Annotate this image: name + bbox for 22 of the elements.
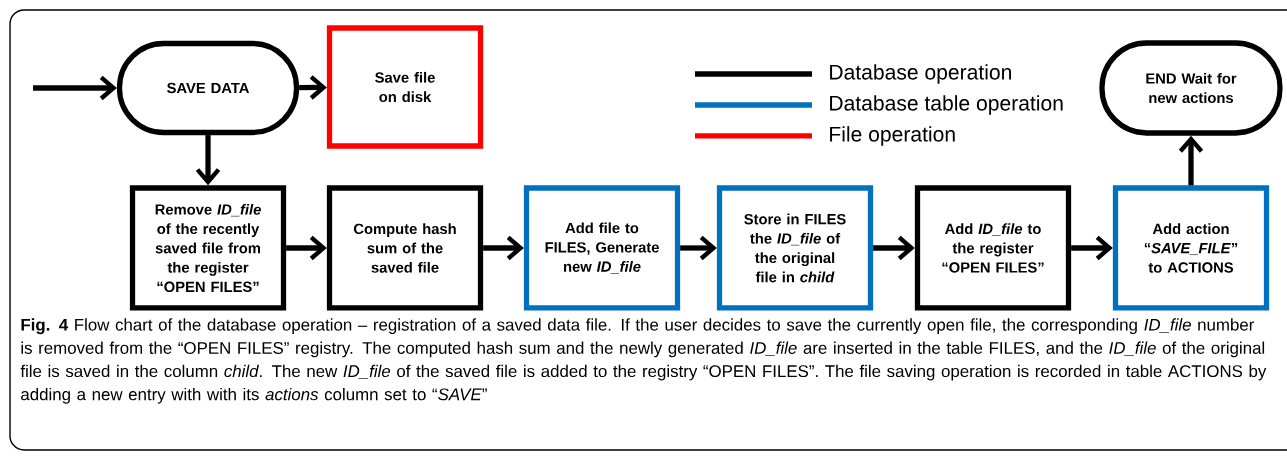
process-box: Add ID_file to the register “OPEN FILES” xyxy=(914,185,1072,311)
process-box: Add action “SAVE_FILE” to ACTIONS xyxy=(1112,185,1270,311)
arrow xyxy=(1071,235,1113,261)
arrow xyxy=(873,235,915,261)
process-box: Add file to FILES, Generate new ID_file xyxy=(523,185,681,311)
process-box: Compute hash sum of the saved file xyxy=(326,185,484,311)
arrow xyxy=(33,75,117,101)
figure-caption: Fig. 4 Flow chart of the database operation – registration of a saved data file. If the user decides to save the currently open file, the corresponding ID_file number is removed from the “OPEN FILES” registry. The computed hash sum and the newly generated ID_file are inserted in the table FILES, and the ID_file of the original file is saved in the column child. The new ID_file of the saved file is added to the registry “OPEN FILES”. The file saving operation is recorded in table ACTIONS by adding a new entry with with its actions column set to “SAVE” xyxy=(20,318,1267,404)
process-box: Remove ID_file of the recently saved file from the register “OPEN FILES” xyxy=(129,185,287,311)
legend-label: Database table operation xyxy=(830,95,1063,115)
arrow xyxy=(195,135,221,186)
arrow xyxy=(680,235,717,261)
terminal-box: END Wait for new actions xyxy=(1099,40,1283,136)
arrow xyxy=(1178,135,1204,186)
arrow xyxy=(483,235,524,261)
process-box: Store in FILES the ID_file of the original file in child xyxy=(716,185,874,311)
legend-label: Database operation xyxy=(830,64,1011,84)
arrow xyxy=(299,75,327,100)
terminal-box: SAVE DATA xyxy=(116,40,300,136)
arrow xyxy=(286,235,327,261)
process-box: Save file on disk xyxy=(326,25,484,149)
legend-label: File operation xyxy=(830,126,955,146)
